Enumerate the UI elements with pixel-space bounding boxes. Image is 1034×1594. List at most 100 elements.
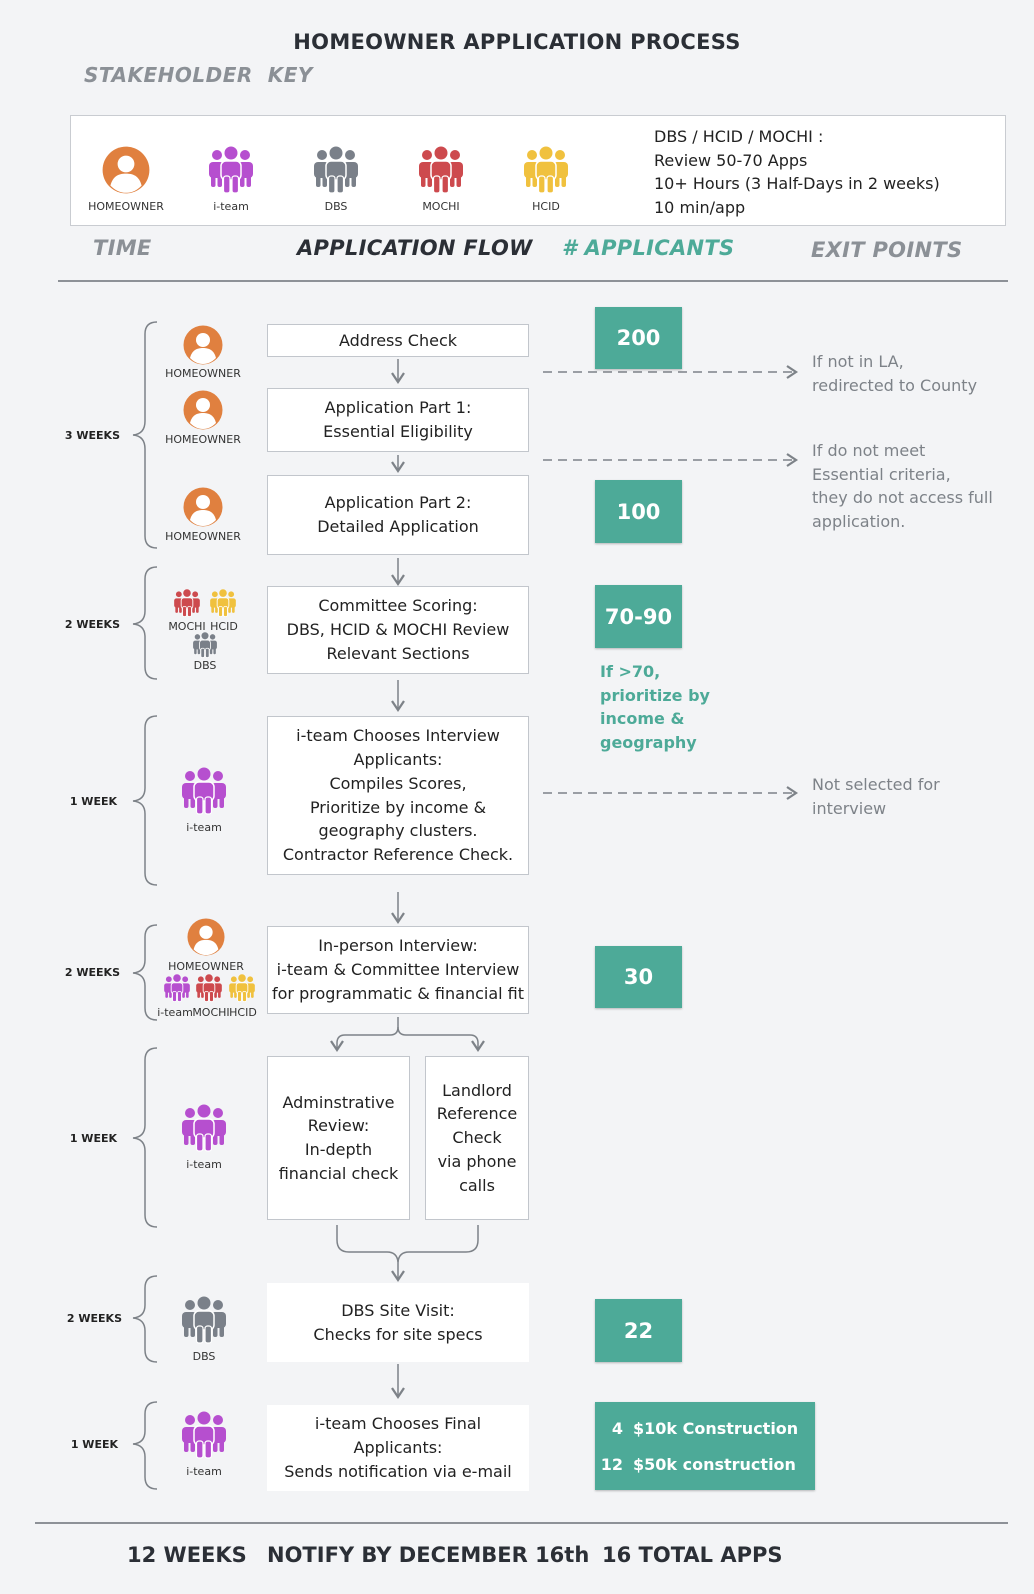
flow-line: Compiles Scores, (329, 773, 467, 793)
exit-line: If do not meet (812, 441, 926, 460)
stage-icon-label: i-team (157, 1006, 193, 1019)
brace (132, 321, 158, 549)
stage-duration: 2 WEEKS (64, 966, 120, 979)
flow-dbs-site-visit: DBS Site Visit: Checks for site specs (267, 1283, 529, 1362)
flow-final-selection: i-team Chooses Final Applicants: Sends n… (267, 1405, 529, 1491)
applicant-count: 22 (595, 1299, 682, 1362)
stage-icon-label: HCID (210, 620, 238, 633)
column-time: TIME (93, 236, 152, 260)
key-mochi-label: MOCHI (422, 200, 460, 213)
applicant-count: 200 (595, 307, 682, 369)
flow-landlord-reference: Landlord Reference Check via phone calls (425, 1056, 529, 1220)
applicant-count: 100 (595, 480, 682, 543)
stage-duration: 1 WEEK (69, 795, 117, 808)
key-note-line: Review 50-70 Apps (654, 150, 808, 170)
stage-icon-label: HCID (229, 1006, 257, 1019)
final-count: 12 (600, 1454, 623, 1474)
flow-application-part2: Application Part 2: Detailed Application (267, 475, 529, 555)
homeowner-icon (187, 918, 225, 956)
split-arrow (330, 1017, 399, 1053)
flow-address-check: Address Check (267, 324, 529, 357)
flow-line: Committee Scoring: (318, 596, 478, 616)
flow-application-part1: Application Part 1: Essential Eligibilit… (267, 388, 529, 452)
stakeholder-key: HOMEOWNER i-team DBS MOCHI HCID DBS / HC… (70, 115, 1006, 226)
flow-line: Adminstrative (282, 1092, 395, 1112)
flow-line: DBS, HCID & MOCHI Review (286, 620, 510, 640)
key-hcid: HCID (496, 146, 596, 213)
flow-line: DBS Site Visit: (341, 1300, 455, 1320)
exit-note: If not in LA, redirected to County (812, 350, 977, 397)
final-count-row: 4 $10k Construction (595, 1419, 798, 1438)
final-count-label: $10k Construction (633, 1418, 799, 1438)
key-iteam: i-team (181, 146, 281, 213)
flow-line: calls (459, 1175, 495, 1195)
footer-weeks: 12 WEEKS (127, 1543, 247, 1567)
exit-note: Not selected for interview (812, 773, 940, 820)
final-applicant-counts: 4 $10k Construction 12 $50k construction (595, 1402, 815, 1490)
stage-icon-label: MOCHI (168, 620, 206, 633)
key-dbs-label: DBS (324, 200, 348, 213)
stage-icon-label: HOMEOWNER (165, 433, 241, 446)
applicant-count: 70-90 (595, 585, 682, 648)
final-count: 4 (611, 1418, 623, 1438)
flow-committee-scoring: Committee Scoring: DBS, HCID & MOCHI Rev… (267, 586, 529, 674)
stage-duration: 1 WEEK (70, 1438, 118, 1451)
exit-line: Essential criteria, (812, 464, 951, 484)
stage-duration: 2 WEEKS (66, 1312, 122, 1325)
flow-line: i-team & Committee Interview (276, 960, 520, 980)
stage-icon-label: i-team (186, 1158, 222, 1171)
flow-line: i-team Chooses Interview (296, 726, 500, 746)
stage-icon-label: HOMEOWNER (165, 367, 241, 380)
group-icon (163, 974, 191, 1002)
flow-line: In-person Interview: (318, 936, 478, 956)
key-note-line: 10+ Hours (3 Half-Days in 2 weeks) (654, 174, 940, 193)
applicant-note-line: income & (600, 709, 685, 729)
brace (132, 566, 158, 680)
stage-icon-label: HOMEOWNER (165, 530, 241, 543)
key-iteam-label: i-team (213, 200, 249, 213)
group-icon (180, 767, 228, 815)
key-note: DBS / HCID / MOCHI : Review 50-70 Apps 1… (654, 125, 940, 219)
brace (132, 1401, 158, 1490)
homeowner-icon (183, 390, 223, 430)
flow-line: Relevant Sections (326, 643, 470, 663)
flow-line: Review: (307, 1116, 370, 1136)
flow-line: Detailed Application (317, 517, 479, 536)
footer-notify: NOTIFY BY DECEMBER 16th (267, 1543, 590, 1567)
flow-line: financial check (278, 1163, 399, 1183)
key-note-line: DBS / HCID / MOCHI : (654, 127, 824, 146)
exit-line: interview (812, 798, 887, 818)
stage-icon-label: i-team (186, 1465, 222, 1478)
column-exits: EXIT POINTS (811, 238, 963, 262)
final-count-row: 12 $50k construction (595, 1455, 796, 1474)
flow-line: Application Part 1: (324, 398, 472, 418)
key-homeowner-label: HOMEOWNER (88, 200, 164, 213)
flow-line: Applicants: (353, 1438, 443, 1458)
footer-rule (35, 1522, 1008, 1524)
page-title: HOMEOWNER APPLICATION PROCESS (293, 30, 741, 54)
group-icon (180, 1296, 228, 1344)
stakeholder-key-label: STAKEHOLDER KEY (84, 63, 313, 87)
flow-line: Application Part 2: (324, 493, 472, 513)
key-hcid-label: HCID (532, 200, 560, 213)
homeowner-icon (183, 487, 223, 527)
key-homeowner: HOMEOWNER (76, 146, 176, 213)
split-arrow (397, 1026, 485, 1053)
key-note-line: 10 min/app (654, 197, 746, 217)
stage-icon-label: MOCHI (192, 1006, 230, 1019)
applicant-note-line: prioritize by (600, 685, 710, 705)
exit-line: they do not access full (812, 488, 993, 508)
stage-icon-label: DBS (193, 659, 217, 672)
brace (132, 924, 158, 1021)
flow-line: Reference (436, 1104, 518, 1124)
column-applicants: # APPLICANTS (562, 236, 735, 260)
flow-administrative-review: Adminstrative Review: In-depth financial… (267, 1056, 410, 1220)
brace (132, 1275, 158, 1363)
merge-arrow (336, 1225, 405, 1283)
brace (132, 1047, 158, 1228)
stage-duration: 1 WEEK (69, 1132, 117, 1145)
group-icon (195, 974, 223, 1002)
flow-line: Contractor Reference Check. (282, 844, 514, 864)
exit-line: application. (812, 512, 906, 532)
